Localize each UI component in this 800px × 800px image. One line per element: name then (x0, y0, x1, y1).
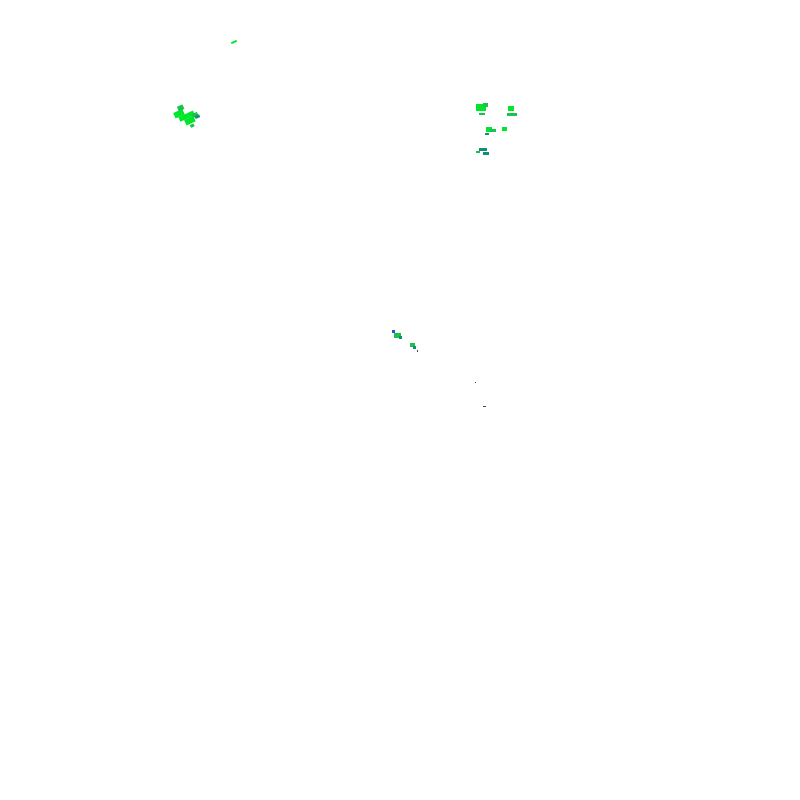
map-mark (413, 346, 416, 349)
map-mark (486, 127, 492, 132)
map-mark (483, 152, 489, 155)
map-mark (507, 113, 517, 116)
cluster-south (475, 382, 486, 407)
cluster-northeast (476, 103, 517, 155)
map-mark (184, 115, 196, 126)
map-mark (191, 111, 199, 119)
map-mark (485, 133, 489, 135)
map-mark (394, 333, 401, 338)
map-mark (410, 343, 415, 347)
map-mark (230, 39, 238, 45)
map-mark (392, 330, 395, 333)
map-mark (194, 114, 201, 120)
map-mark (483, 406, 486, 407)
map-mark (479, 113, 485, 115)
map-mark (479, 148, 487, 151)
map-mark (176, 104, 185, 112)
map-mark (189, 123, 195, 128)
map-mark (417, 350, 418, 352)
map-mark (476, 104, 486, 111)
map-mark (475, 382, 476, 383)
map-mark (508, 106, 514, 111)
map-mark (483, 103, 488, 107)
cluster-far-north (230, 39, 238, 45)
cluster-northwest (173, 104, 201, 128)
cluster-center (392, 330, 418, 352)
map-mark (476, 151, 480, 153)
map-mark (502, 127, 507, 131)
map-mark (490, 129, 496, 132)
map-mark (178, 110, 196, 122)
map-mark (399, 336, 402, 339)
map-mark (173, 108, 185, 119)
